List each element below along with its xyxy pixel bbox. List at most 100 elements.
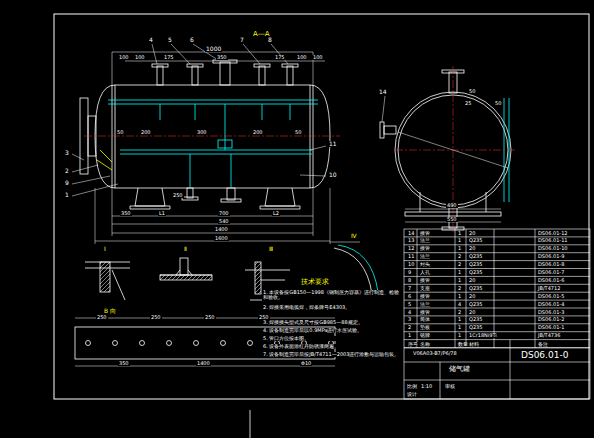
table-cell: 1 (457, 231, 462, 236)
table-cell: Q235 (468, 262, 483, 267)
main-view (72, 44, 340, 244)
table-cell: 1 (457, 333, 462, 338)
table-cell: JB/T4736 (537, 333, 561, 338)
dimension-label: 350 (118, 361, 130, 366)
table-cell: 20 (468, 278, 476, 283)
dimension-label: 3 (64, 150, 70, 156)
table-cell: 人孔 (419, 270, 431, 275)
table-cell: 4 (457, 302, 462, 307)
table-cell: 1 (457, 278, 462, 283)
table-cell: 2 (457, 286, 462, 291)
dimension-label: 6 (189, 37, 195, 43)
table-cell: 3 (407, 317, 412, 322)
table-cell: 9 (407, 270, 412, 275)
table-cell: Q235 (468, 302, 483, 307)
table-cell: 2 (457, 310, 462, 315)
dimension-label: 25 (464, 101, 472, 106)
bolt-hole (167, 341, 172, 346)
dimension-label: 比例 (406, 384, 418, 389)
table-cell: 接管 (419, 278, 431, 283)
table-cell: 1 (457, 270, 462, 275)
dimension-label: V06A03-B7/P6/78 (412, 351, 458, 356)
dimension-label: 50 (116, 130, 124, 135)
dimension-label: 设计 (406, 392, 418, 397)
dimension-label: 300 (196, 130, 208, 135)
table-cell: 材料 (468, 342, 480, 347)
dimension-label: 1400 (196, 361, 211, 366)
bolt-hole (113, 341, 118, 346)
dimension-label: 250 (204, 315, 216, 320)
dimension-label: 10 (328, 172, 338, 178)
dimension-label: 350 (216, 55, 228, 60)
dimension-label: 100 (134, 55, 146, 60)
dimension-label: 50 (294, 130, 302, 135)
table-cell: 序号 (407, 342, 419, 347)
table-rule (494, 229, 495, 348)
dimension-label: 4 (148, 37, 154, 43)
table-cell: 铭牌 (419, 333, 431, 338)
table-rule (404, 331, 590, 332)
dimension-label: 550 (446, 217, 458, 222)
table-rule (404, 315, 590, 316)
table-rule (404, 260, 590, 261)
note-text: 5. 管口方位按本图。 (262, 336, 402, 341)
dimension-label: 250 (96, 315, 108, 320)
table-rule (455, 229, 456, 348)
dimension-label: 50 (494, 101, 502, 106)
dimension-label: 1 (64, 192, 70, 198)
table-rule (417, 229, 418, 348)
table-cell: DS06.01-11 (537, 238, 569, 243)
table-cell: DS06.01-1 (537, 325, 565, 330)
dimension-label: 100 (312, 55, 324, 60)
dimension-label: DS06.01-0 (520, 351, 569, 360)
table-cell: DS06.01-8 (537, 262, 565, 267)
table-cell: Q235 (468, 317, 483, 322)
bolt-hole (140, 341, 145, 346)
table-cell: 2 (407, 325, 412, 330)
dimension-label: 8 (267, 37, 273, 43)
bolt-hole (248, 341, 253, 346)
table-cell: 10 (407, 262, 415, 267)
table-rule (404, 347, 590, 348)
table-cell: 13 (407, 238, 415, 243)
bolt-hole (221, 341, 226, 346)
dimension-label: 14 (378, 89, 388, 95)
dimension-label: 250 (258, 315, 270, 320)
table-cell: 20 (468, 246, 476, 251)
table-cell: 20 (468, 231, 476, 236)
table-cell: Q235 (468, 238, 483, 243)
dimension-label: 175 (163, 55, 175, 60)
table-rule (404, 276, 590, 277)
table-cell: JB/T4712 (537, 286, 561, 291)
dimension-label: 11 (328, 141, 338, 147)
note-text: 3. 焊接接头型式及尺寸按GB985—88规定。 (262, 320, 402, 325)
table-rule (404, 244, 590, 245)
parts-table (404, 229, 590, 399)
table-cell: 20 (468, 294, 476, 299)
table-cell: DS06.01-6 (537, 278, 565, 283)
table-cell: DS06.01-3 (537, 310, 565, 315)
dimension-label: 1000 (205, 46, 222, 52)
table-cell: 封头 (419, 262, 431, 267)
dimension-label: 100 (118, 55, 130, 60)
table-rule (404, 292, 590, 293)
table-cell: 接管 (419, 310, 431, 315)
table-cell: 筒体 (419, 317, 431, 322)
dimension-label: L2 (272, 211, 280, 216)
table-cell: Q235 (468, 254, 483, 259)
table-cell: 2 (457, 254, 462, 259)
table-cell: 接管 (419, 294, 431, 299)
table-cell: 12 (407, 246, 415, 251)
dimension-label: 1:10 (420, 384, 433, 389)
table-rule (535, 229, 536, 348)
table-cell: DS06.01-9 (537, 254, 565, 259)
table-cell: 1 (457, 317, 462, 322)
note-text: 1. 本设备按GB150—1998《钢制压力容器》进行制造、检验和验收。 (262, 290, 402, 301)
dimension-label: B 向 (103, 308, 117, 314)
table-cell: DS06.01-7 (537, 270, 565, 275)
table-cell: 5 (407, 302, 412, 307)
table-cell: 垫板 (419, 325, 431, 330)
table-rule (404, 236, 590, 237)
table-cell: DS06.01-4 (537, 302, 565, 307)
